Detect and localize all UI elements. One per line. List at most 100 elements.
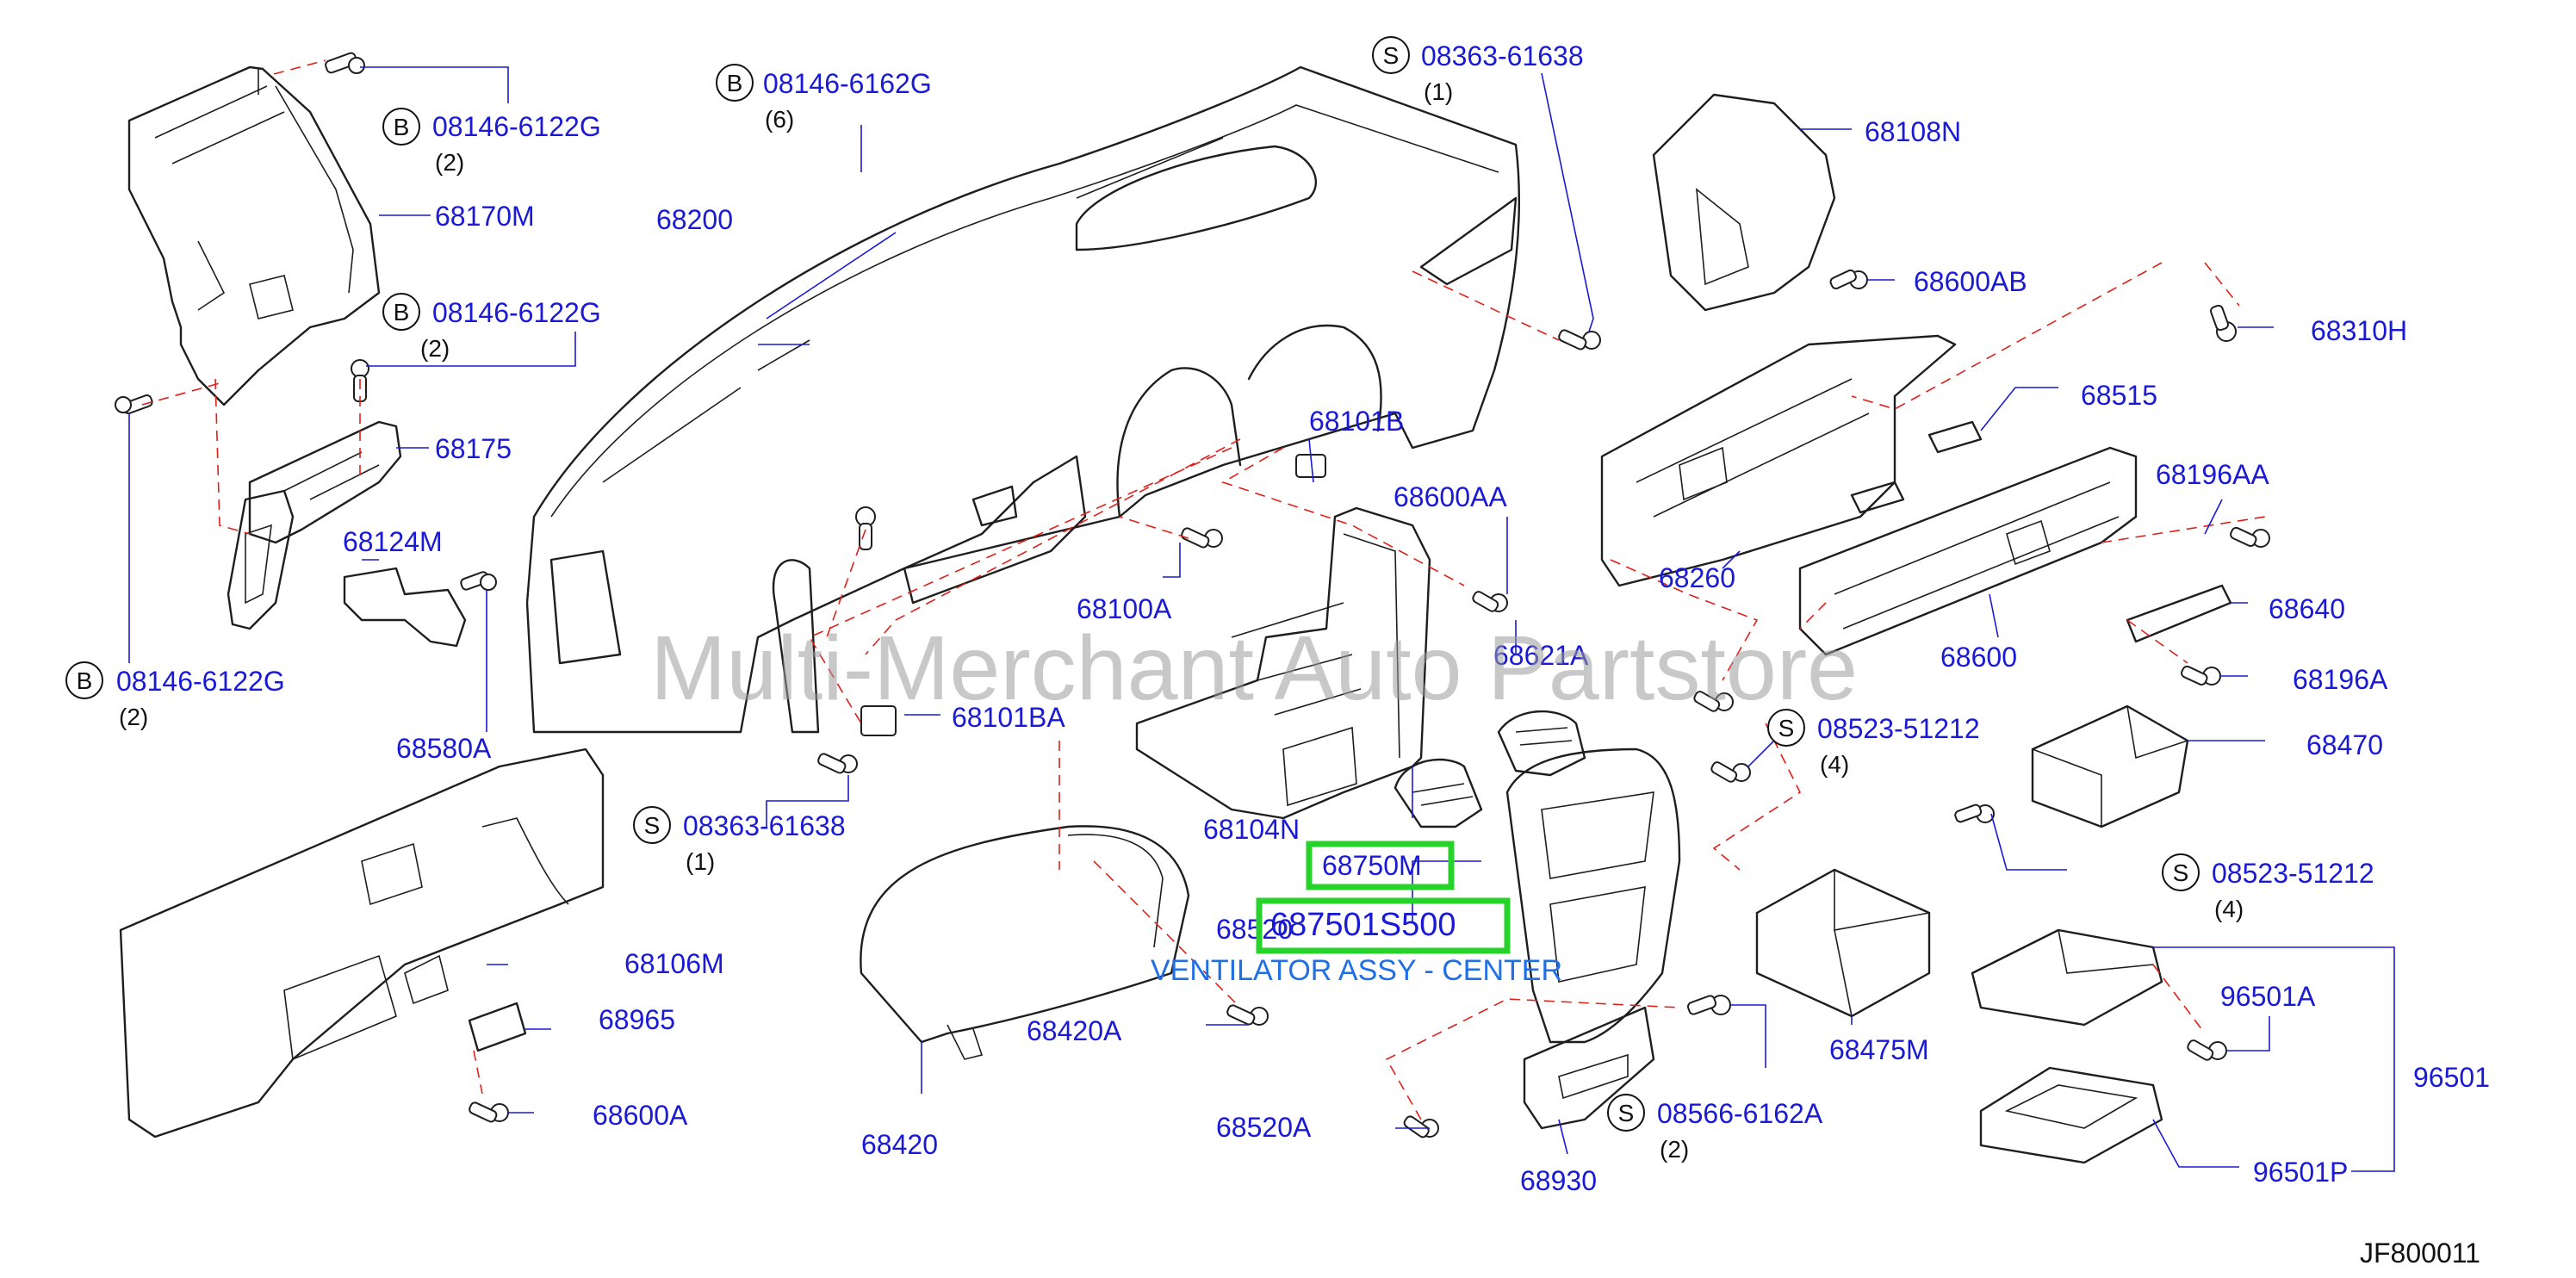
bracket-68124M: [227, 489, 295, 630]
fastener-letter-s4: S: [2173, 859, 2189, 886]
fastener-code-s3[interactable]: 08523-51212: [1817, 713, 1980, 744]
fastener-code-b2[interactable]: 08146-6162G: [763, 68, 932, 99]
part-label-68470[interactable]: 68470: [2306, 729, 2383, 760]
plate-68965: [468, 1002, 527, 1052]
part-label-68175[interactable]: 68175: [435, 433, 512, 464]
screw-icon: [1226, 1004, 1269, 1026]
screw-icon: [817, 753, 858, 774]
fastener-code-s5[interactable]: 08566-6162A: [1657, 1098, 1823, 1129]
fastener-code-b1[interactable]: 08146-6122G: [432, 111, 601, 142]
part-label-68106M[interactable]: 68106M: [624, 948, 724, 979]
part-labels: 68200 68170M 68175 68124M 68580A 68106M …: [343, 116, 2490, 1196]
part-label-68520[interactable]: 68520: [1216, 914, 1293, 945]
part-label-68600AB[interactable]: 68600AB: [1914, 266, 2027, 297]
fastener-letter-s2: S: [644, 812, 661, 839]
fastener-qty-s5: (2): [1660, 1136, 1689, 1163]
screw-icon: [1710, 761, 1751, 783]
part-label-68196AA[interactable]: 68196AA: [2156, 459, 2269, 490]
part-label-68515[interactable]: 68515: [2081, 380, 2157, 411]
part-label-68420[interactable]: 68420: [861, 1129, 938, 1160]
fastener-badge-b4: [65, 661, 103, 699]
part-label-68101BA[interactable]: 68101BA: [952, 702, 1065, 733]
glovebox-frame-68260: [1600, 334, 1957, 587]
box-68475M: [1755, 868, 1931, 1018]
fastener-badge-s3: [1767, 709, 1805, 747]
part-label-96501[interactable]: 96501: [2413, 1062, 2490, 1093]
part-label-68930[interactable]: 68930: [1520, 1165, 1597, 1196]
fastener-code-s2[interactable]: 08363-61638: [683, 810, 846, 841]
part-label-68600A[interactable]: 68600A: [593, 1100, 688, 1131]
damper-68515: [1850, 420, 1983, 514]
part-label-68520A[interactable]: 68520A: [1216, 1112, 1312, 1143]
side-bracket-68108N: [1652, 93, 1836, 312]
part-label-68750M[interactable]: 68750M: [1322, 850, 1422, 881]
part-label-68310H[interactable]: 68310H: [2311, 315, 2407, 346]
bracket-68170M: [127, 65, 381, 406]
fastener-qty-s3: (4): [1820, 751, 1849, 778]
part-label-68170M[interactable]: 68170M: [435, 201, 535, 232]
fastener-code-s4[interactable]: 08523-51212: [2212, 858, 2374, 889]
screw-icon: [1686, 995, 1731, 1015]
fastener-letter-b2: B: [727, 70, 743, 96]
part-label-96501P[interactable]: 96501P: [2253, 1157, 2348, 1188]
fastener-badge-b3: [382, 293, 420, 331]
part-description: VENTILATOR ASSY - CENTER: [1151, 954, 1562, 987]
instrument-panel-68200: [525, 65, 1521, 734]
part-label-68420A[interactable]: 68420A: [1027, 1015, 1122, 1046]
watermark: Multi-Merchant Auto Partstore: [650, 617, 1858, 719]
fastener-letter-b4: B: [77, 667, 93, 694]
part-label-68104N[interactable]: 68104N: [1203, 814, 1300, 845]
ashtray-68470: [2031, 704, 2189, 828]
fastener-letter-s5: S: [1618, 1100, 1635, 1126]
fastener-letter-s3: S: [1778, 715, 1795, 741]
fastener-letter-b3: B: [394, 299, 410, 326]
fastener-code-b4[interactable]: 08146-6122G: [116, 666, 285, 697]
fastener-qty-b1: (2): [435, 149, 464, 176]
fastener-qty-s1: (1): [1424, 78, 1453, 105]
part-label-96501A[interactable]: 96501A: [2220, 981, 2316, 1012]
part-label-68100A[interactable]: 68100A: [1077, 593, 1172, 624]
center-bracket-68104N: [1135, 506, 1431, 820]
assembly-lines: [141, 59, 2266, 1120]
fastener-code-s1[interactable]: 08363-61638: [1421, 40, 1584, 71]
fastener-badge-s5: [1607, 1094, 1645, 1132]
striker-68640: [2126, 584, 2232, 643]
part-label-68124M[interactable]: 68124M: [343, 526, 443, 557]
screw-icon: [2210, 304, 2237, 342]
ashtray-assy-96501: [1971, 928, 2163, 1164]
highlight-box-68750M: [1306, 841, 1455, 890]
fastener-badge-b2: [716, 64, 754, 102]
part-label-68600[interactable]: 68600: [1940, 642, 2017, 673]
part-label-68965[interactable]: 68965: [599, 1004, 675, 1035]
fastener-badge-s4: [2162, 853, 2200, 891]
fastener-badge-b1: [382, 108, 420, 146]
screw-icon: [1829, 269, 1868, 290]
screw-icon: [1954, 803, 1995, 823]
part-label-68108N[interactable]: 68108N: [1865, 116, 1961, 147]
part-label-68196A[interactable]: 68196A: [2293, 664, 2388, 695]
cluster-lid-68420: [860, 825, 1190, 1060]
fastener-badge-s1: [1372, 36, 1410, 74]
fastener-codes: 08146-6122G (2) 08146-6162G (6) 08146-61…: [116, 40, 2374, 1163]
part-label-68640[interactable]: 68640: [2269, 593, 2345, 624]
part-label-68200[interactable]: 68200: [656, 204, 733, 235]
part-label-68475M[interactable]: 68475M: [1829, 1034, 1929, 1065]
fastener-letter-s1: S: [1383, 42, 1400, 69]
bracket-68175: [248, 420, 402, 544]
screw-icon: [2230, 526, 2270, 548]
screw-icon: [1181, 527, 1223, 549]
screw-icon: [855, 506, 876, 550]
part-label-68260[interactable]: 68260: [1659, 562, 1735, 593]
finisher-68520: [1505, 748, 1681, 1044]
part-label-687501S500[interactable]: 687501S500: [1270, 907, 1456, 943]
fastener-qty-s4: (4): [2214, 896, 2244, 922]
part-label-68580A[interactable]: 68580A: [396, 733, 492, 764]
fastener-code-b3[interactable]: 08146-6122G: [432, 297, 601, 328]
part-label-68101B[interactable]: 68101B: [1309, 406, 1404, 437]
part-label-68621A[interactable]: 68621A: [1493, 640, 1589, 671]
part-label-68600AA[interactable]: 68600AA: [1394, 481, 1507, 512]
lower-cover-68106M: [119, 748, 605, 1138]
screw-icon: [469, 1101, 509, 1123]
clip-icon: [860, 705, 897, 736]
